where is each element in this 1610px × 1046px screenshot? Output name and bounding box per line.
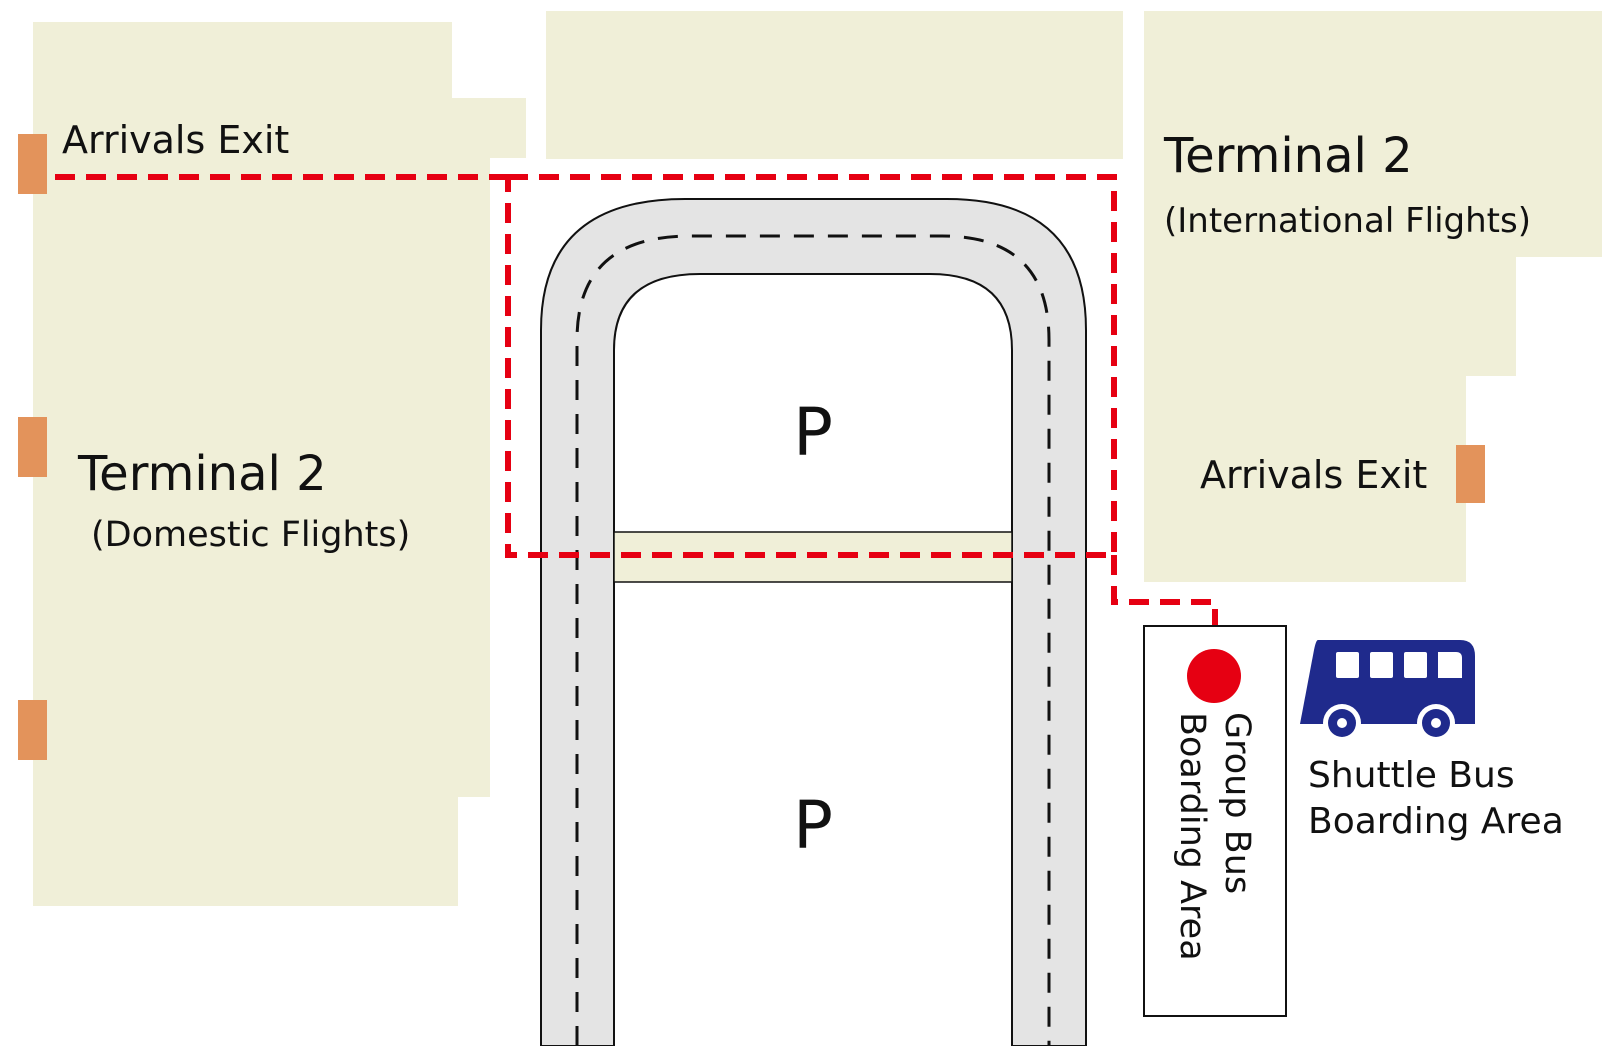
parking-label-upper: P bbox=[793, 394, 833, 471]
shuttle-bus-label-line1: Shuttle Bus bbox=[1308, 755, 1515, 796]
boarding-point-icon bbox=[1187, 649, 1241, 703]
international-terminal-subtitle: (International Flights) bbox=[1164, 201, 1531, 241]
door-marker-icon bbox=[18, 700, 47, 760]
international-terminal-building bbox=[1144, 11, 1602, 582]
shuttle-bus-label-line2: Boarding Area bbox=[1308, 801, 1564, 842]
domestic-terminal-subtitle: (Domestic Flights) bbox=[91, 515, 410, 555]
walking-route bbox=[55, 174, 1218, 636]
domestic-terminal-title: Terminal 2 bbox=[77, 446, 327, 502]
door-marker-icon bbox=[18, 417, 47, 477]
central-building bbox=[546, 11, 1123, 159]
parking-label-lower: P bbox=[793, 787, 833, 864]
group-bus-label-line2: Boarding Area bbox=[1172, 712, 1212, 961]
group-bus-label-line1: Group Bus bbox=[1217, 712, 1257, 894]
door-marker-icon bbox=[1456, 445, 1485, 503]
road-center-line bbox=[575, 234, 1051, 1046]
arrivals-exit-label-left: Arrivals Exit bbox=[62, 118, 289, 162]
international-terminal-title: Terminal 2 bbox=[1163, 128, 1413, 184]
door-marker-icon bbox=[18, 134, 47, 194]
bus-icon bbox=[1300, 640, 1475, 742]
domestic-terminal-building bbox=[33, 22, 526, 906]
arrivals-exit-label-right: Arrivals Exit bbox=[1200, 453, 1427, 497]
loop-road bbox=[540, 198, 1087, 1046]
